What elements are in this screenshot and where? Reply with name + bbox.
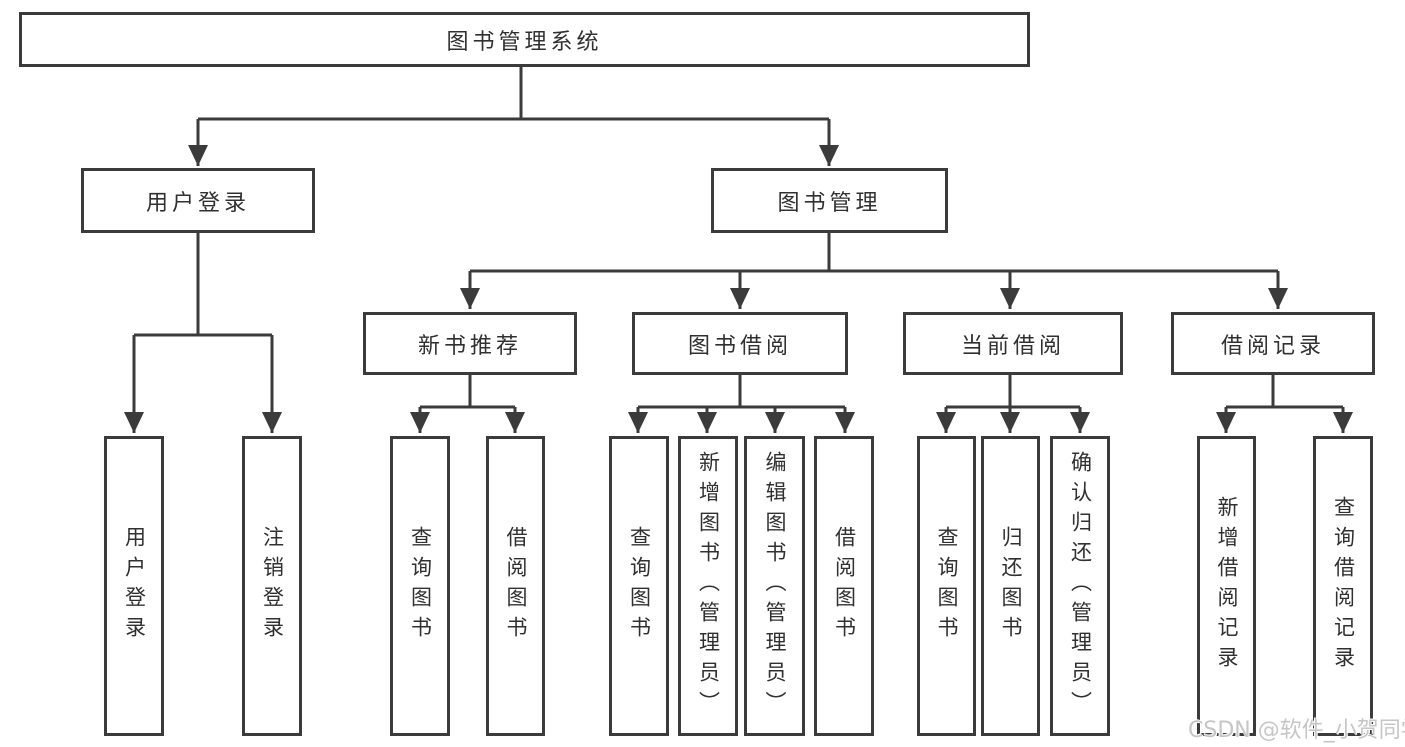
node-book-borrowing-label: 图书借阅 — [687, 333, 792, 359]
leaf-edit-book-admin-label: 编辑图书（管理员） — [763, 451, 787, 721]
leaf-borrow-books-2: 借阅图书 — [814, 436, 874, 736]
leaf-query-borrow-record: 查询借阅记录 — [1313, 436, 1373, 736]
leaf-query-books-2: 查询图书 — [609, 436, 669, 736]
leaf-borrow-books-2-label: 借阅图书 — [832, 526, 857, 646]
leaf-add-book-admin: 新增图书（管理员） — [678, 436, 738, 736]
node-borrowing-records-label: 借阅记录 — [1220, 333, 1325, 359]
node-current-borrowing-label: 当前借阅 — [960, 333, 1065, 359]
node-current-borrowing: 当前借阅 — [903, 312, 1123, 375]
leaf-user-login: 用户登录 — [104, 436, 164, 736]
leaf-borrow-books-1: 借阅图书 — [486, 436, 545, 736]
node-user-login-label: 用户登录 — [145, 190, 250, 216]
leaf-confirm-return-admin-label: 确认归还（管理员） — [1068, 451, 1093, 721]
csdn-watermark: CSDN @软件_小贺同学 — [1188, 718, 1405, 743]
leaf-add-book-admin-label: 新增图书（管理员） — [696, 451, 721, 721]
node-borrowing-records: 借阅记录 — [1171, 312, 1375, 375]
leaf-query-books-3: 查询图书 — [917, 436, 976, 736]
leaf-query-books-3-label: 查询图书 — [935, 526, 959, 646]
leaf-logout: 注销登录 — [242, 436, 302, 736]
node-new-book-recommendation: 新书推荐 — [363, 312, 577, 375]
leaf-return-book: 归还图书 — [981, 436, 1040, 736]
leaf-edit-book-admin: 编辑图书（管理员） — [744, 436, 805, 736]
leaf-logout-label: 注销登录 — [260, 526, 285, 646]
leaf-borrow-books-1-label: 借阅图书 — [504, 526, 528, 646]
node-root-label: 图书管理系统 — [446, 29, 603, 55]
leaf-confirm-return-admin: 确认归还（管理员） — [1050, 436, 1110, 736]
node-root: 图书管理系统 — [19, 12, 1030, 67]
node-book-management-label: 图书管理 — [777, 190, 882, 216]
leaf-return-book-label: 归还图书 — [999, 526, 1023, 646]
node-new-book-recommendation-label: 新书推荐 — [417, 333, 522, 359]
node-book-management: 图书管理 — [711, 168, 948, 233]
node-user-login: 用户登录 — [81, 168, 315, 233]
leaf-add-borrow-record: 新增借阅记录 — [1197, 436, 1256, 736]
leaf-query-books-1: 查询图书 — [390, 436, 450, 736]
leaf-user-login-label: 用户登录 — [122, 526, 147, 646]
leaf-query-borrow-record-label: 查询借阅记录 — [1331, 496, 1356, 676]
node-book-borrowing: 图书借阅 — [632, 312, 848, 375]
leaf-query-books-1-label: 查询图书 — [408, 526, 433, 646]
leaf-add-borrow-record-label: 新增借阅记录 — [1215, 496, 1239, 676]
leaf-query-books-2-label: 查询图书 — [627, 526, 652, 646]
connector-frame — [134, 67, 1343, 409]
